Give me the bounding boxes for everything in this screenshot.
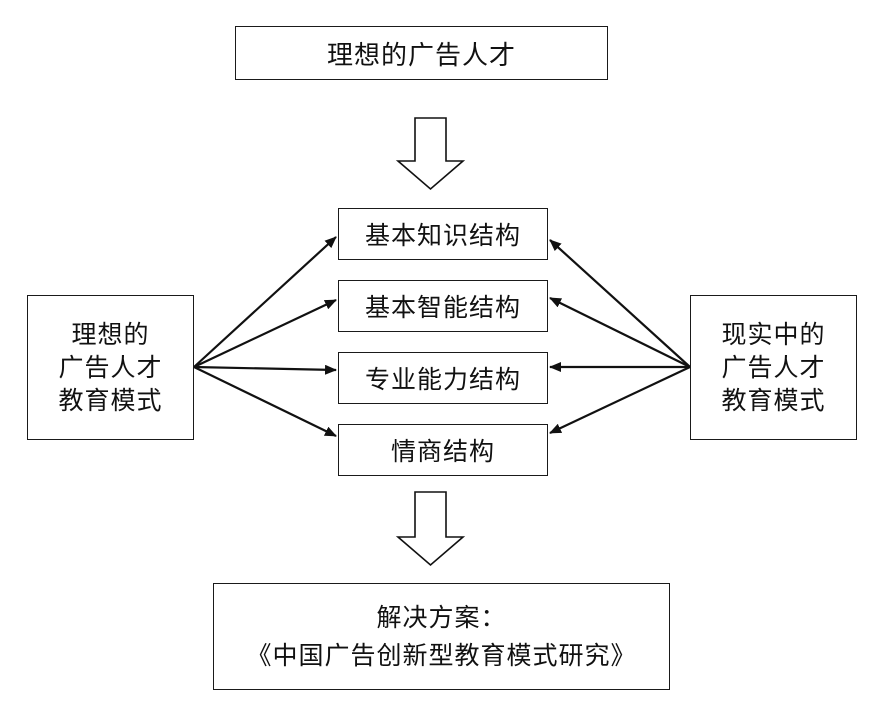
down-arrow-top xyxy=(395,117,466,191)
ideal-talent-box: 理想的广告人才 xyxy=(235,26,608,80)
arrow-left-to-kb3 xyxy=(193,364,337,375)
arrow-right-to-kb1 xyxy=(549,239,691,368)
arrow-left-to-kb1 xyxy=(193,236,337,368)
intelligence-structure-box: 基本智能结构 xyxy=(338,280,548,332)
right-line-2: 广告人才 xyxy=(721,353,826,382)
left-line-3: 教育模式 xyxy=(58,386,163,415)
emotional-quotient-label: 情商结构 xyxy=(390,437,495,466)
down-arrow-bottom xyxy=(395,491,466,567)
knowledge-structure-label: 基本知识结构 xyxy=(364,221,521,250)
ideal-talent-label: 理想的广告人才 xyxy=(326,40,516,71)
right-line-1: 现实中的 xyxy=(721,320,826,349)
arrow-right-to-kb4 xyxy=(549,366,691,434)
solution-title: 解决方案： xyxy=(376,602,507,632)
arrow-left-to-kb4 xyxy=(193,366,337,437)
solution-box: 解决方案： 《中国广告创新型教育模式研究》 xyxy=(213,583,670,690)
left-line-2: 广告人才 xyxy=(58,353,163,382)
right-line-3: 教育模式 xyxy=(721,386,826,415)
left-fan-arrows xyxy=(193,236,337,437)
arrow-right-to-kb2 xyxy=(549,297,691,368)
professional-ability-label: 专业能力结构 xyxy=(364,365,521,394)
ideal-education-model-box: 理想的 广告人才 教育模式 xyxy=(27,295,194,440)
real-education-model-box: 现实中的 广告人才 教育模式 xyxy=(690,295,857,440)
solution-research-title: 《中国广告创新型教育模式研究》 xyxy=(246,640,637,670)
professional-ability-box: 专业能力结构 xyxy=(338,352,548,404)
right-fan-arrows xyxy=(549,239,691,434)
intelligence-structure-label: 基本智能结构 xyxy=(364,293,521,322)
left-line-1: 理想的 xyxy=(71,320,150,349)
arrow-left-to-kb2 xyxy=(193,299,337,368)
emotional-quotient-box: 情商结构 xyxy=(338,424,548,476)
knowledge-structure-box: 基本知识结构 xyxy=(338,208,548,260)
